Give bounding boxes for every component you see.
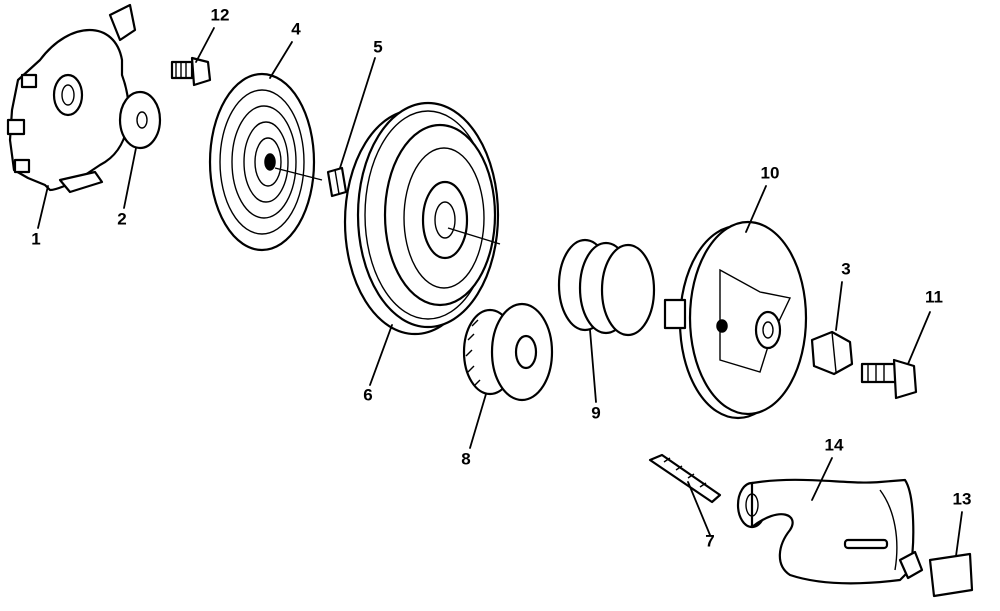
part-5-clip — [326, 166, 348, 198]
callout-6: 6 — [363, 385, 372, 404]
callout-4: 4 — [291, 19, 301, 38]
callout-labels: 1 2 3 4 5 6 7 8 9 10 11 12 13 14 — [31, 5, 971, 550]
callout-7: 7 — [705, 531, 714, 550]
part-2-washer — [118, 90, 162, 150]
part-1-starter-plate — [6, 3, 137, 194]
part-4-recoil-spring — [208, 72, 323, 252]
callout-11: 11 — [925, 287, 943, 306]
part-14-starter-handle — [736, 478, 915, 585]
callout-3: 3 — [841, 259, 850, 278]
leader-lines — [37, 27, 963, 557]
part-9-spring-rings — [557, 238, 656, 337]
part-7-starter-rope — [648, 453, 722, 504]
part-13-handle-insert — [898, 550, 974, 598]
callout-9: 9 — [591, 403, 600, 422]
part-12-bolt — [170, 56, 212, 87]
callout-10: 10 — [761, 163, 780, 182]
callout-8: 8 — [461, 449, 470, 468]
callout-1: 1 — [31, 229, 40, 248]
part-11-bolt — [860, 358, 918, 400]
callout-13: 13 — [953, 489, 972, 508]
callout-2: 2 — [117, 209, 126, 228]
callout-12: 12 — [211, 5, 230, 24]
callout-5: 5 — [373, 37, 382, 56]
part-8-pinion-gear — [462, 302, 554, 402]
part-10-cam-plate — [663, 220, 808, 420]
callout-14: 14 — [825, 435, 844, 454]
part-3-nut — [810, 330, 854, 376]
part-6-pulley-gear — [343, 101, 501, 336]
